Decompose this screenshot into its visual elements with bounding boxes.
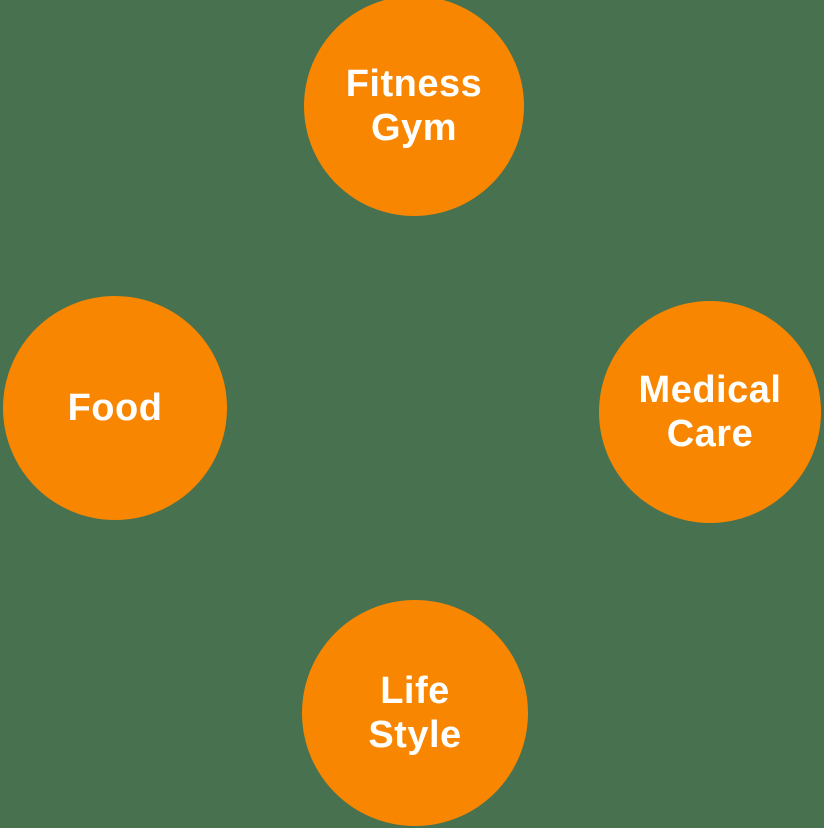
node-fitness-gym: Fitness Gym xyxy=(304,0,524,216)
node-medical-care: Medical Care xyxy=(599,301,821,523)
node-life-style: Life Style xyxy=(302,600,528,826)
node-medical-care-label: Medical Care xyxy=(638,368,782,455)
node-fitness-gym-label: Fitness Gym xyxy=(345,62,483,149)
node-food: Food xyxy=(3,296,227,520)
node-life-style-label: Life Style xyxy=(368,669,462,756)
node-food-label: Food xyxy=(67,386,163,429)
